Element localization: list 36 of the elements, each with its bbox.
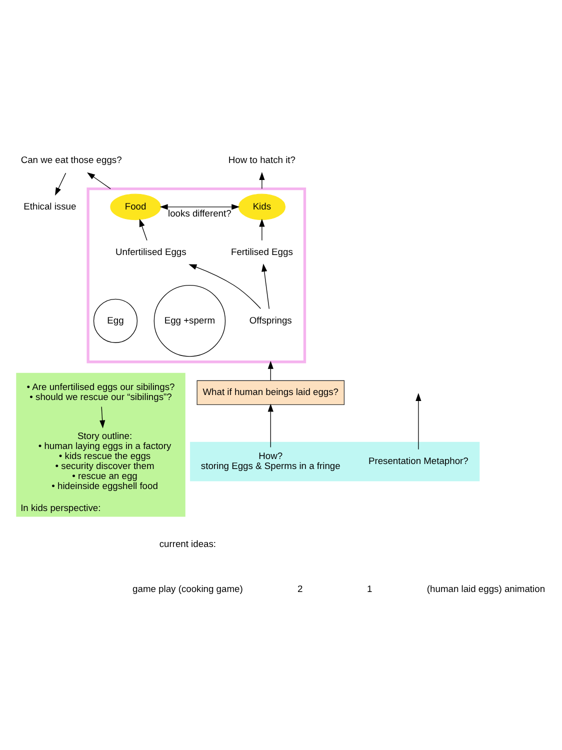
arrow: [139, 218, 148, 241]
node-text: Ethical issue: [24, 201, 76, 212]
node-text: How to hatch it?: [228, 155, 296, 166]
cluster: [190, 442, 480, 482]
cluster: [86, 187, 306, 364]
node-text: Unfertilised Eggs: [116, 246, 186, 257]
node-circle: Egg: [93, 298, 138, 343]
arrow: [86, 172, 111, 190]
node-box: What if human beings laid eggs?: [196, 380, 345, 406]
node-circle: Egg +sperm: [154, 285, 226, 357]
label: 2: [297, 584, 303, 594]
arrow: [160, 204, 240, 210]
arrow: [268, 404, 274, 448]
node-text: How?: [258, 451, 283, 462]
arrow: [100, 406, 106, 428]
node-ellipse: Food: [110, 194, 161, 220]
edge-label: looks different?: [168, 208, 232, 218]
arrow: [259, 172, 265, 190]
node-text: Offsprings: [249, 315, 292, 326]
arrow: [416, 392, 422, 450]
arrow: [55, 172, 66, 196]
label: game play (cooking game): [132, 584, 243, 594]
label: current ideas:: [159, 538, 216, 549]
arrow: [259, 218, 265, 241]
node-text: Can we eat those eggs?: [20, 155, 122, 166]
node-text: Presentation Metaphor?: [368, 456, 468, 466]
label: (human laid eggs) animation: [426, 584, 546, 594]
arrow: [188, 264, 261, 309]
label: 1: [367, 584, 372, 594]
arrow: [268, 360, 274, 381]
node-label: storing Eggs & Sperms in a fringe: [200, 461, 340, 472]
node-text: Fertilised Eggs: [230, 246, 293, 257]
node-ellipse: Kids: [238, 194, 286, 220]
node-text: Story outline: • human laying eggs in a factory • kids rescue the eggs • security discover them • rescue an egg • hideinside eggshell food: [38, 430, 172, 492]
node-text: • Are unfertilised eggs our sibilings? • should we rescue our “sibilings”?: [26, 382, 175, 402]
arrow: [262, 264, 270, 310]
